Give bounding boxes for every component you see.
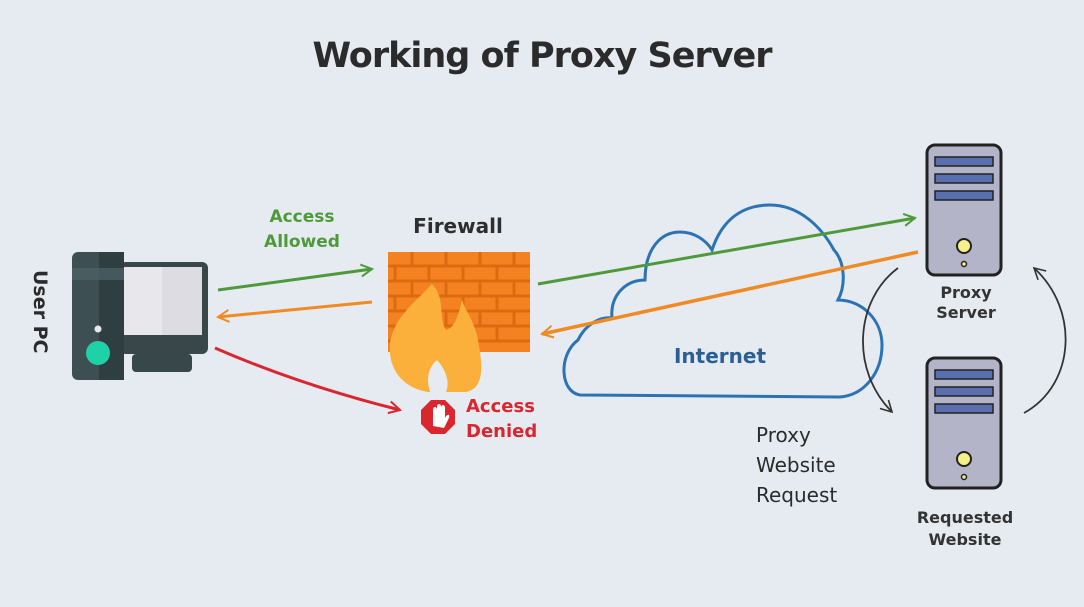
diagram-title: Working of Proxy Server	[312, 36, 772, 76]
access-allowed-arrow	[217, 269, 372, 292]
proxy-server-label: Proxy Server	[910, 283, 1022, 323]
website-to-proxy-arrow	[1023, 266, 1067, 414]
access-allowed-line2: Allowed	[264, 232, 340, 252]
user-pc-icon	[72, 252, 208, 380]
proxy-server-line2: Server	[936, 303, 996, 322]
proxy-to-website-arrow	[862, 267, 899, 414]
access-allowed-line1: Access	[269, 207, 335, 227]
stop-hand-icon	[421, 400, 455, 434]
access-allowed-label: Access Allowed	[238, 205, 366, 255]
proxy-request-line2: Website	[756, 453, 836, 477]
access-denied-label: Access Denied	[466, 394, 537, 444]
access-denied-line1: Access	[466, 396, 535, 417]
proxy-server-line1: Proxy	[940, 283, 992, 302]
request-to-proxy-arrow	[537, 218, 915, 286]
response-to-pc-arrow	[218, 300, 373, 317]
proxy-server-icon	[925, 143, 1003, 277]
flame-icon	[389, 284, 482, 392]
proxy-request-line3: Request	[756, 483, 838, 507]
response-from-proxy-arrow	[542, 250, 919, 334]
website-server-icon	[925, 356, 1003, 490]
user-pc-label: User PC	[29, 270, 51, 354]
requested-website-label: Requested Website	[895, 507, 1035, 551]
access-denied-arrow	[214, 346, 400, 410]
proxy-request-label: Proxy Website Request	[756, 420, 837, 510]
cloud-icon	[562, 203, 884, 399]
internet-label: Internet	[673, 344, 767, 368]
firewall-icon	[388, 252, 530, 392]
access-denied-line2: Denied	[466, 421, 538, 442]
requested-website-line2: Website	[928, 530, 1002, 549]
firewall-label: Firewall	[413, 214, 503, 238]
proxy-request-line1: Proxy	[756, 423, 811, 447]
requested-website-line1: Requested	[916, 508, 1014, 527]
